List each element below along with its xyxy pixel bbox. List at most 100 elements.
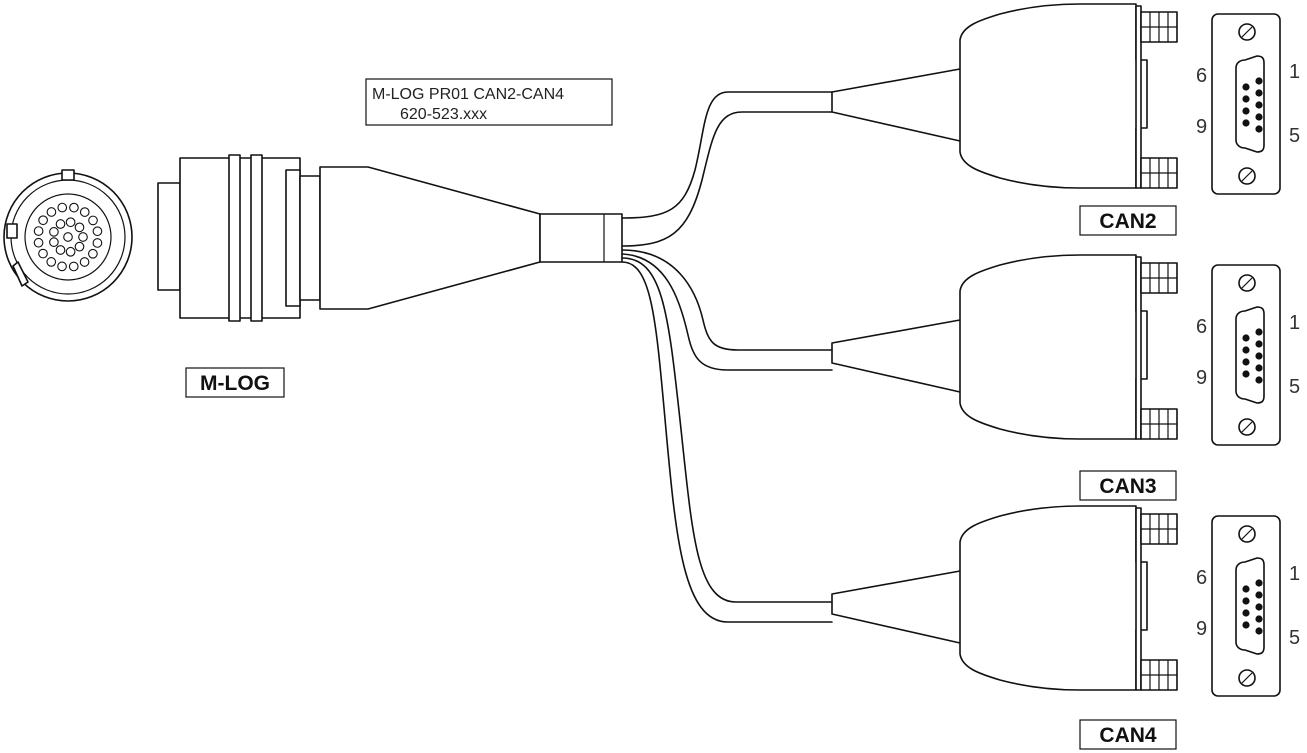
pin-number-top-right: 1 [1289,61,1300,83]
dsub-pin [1255,101,1263,109]
contact-hole [33,237,44,248]
branch-can2-wire-top [621,91,833,219]
dsub-pin [1242,585,1250,593]
hood-cable-entry [831,68,961,142]
dsub-flange [1135,256,1142,440]
main-connector-label: M-LOG [185,367,285,398]
strain-relief-boot [319,166,541,310]
dsub-pin [1255,113,1263,121]
dsub-pin [1255,591,1263,599]
connector-ring-b [250,154,263,322]
mounting-hole-slash [1241,277,1253,289]
cable-part-label: M-LOG PR01 CAN2-CAN4 620-523.xxx [365,78,613,126]
dsub-label-box [1079,470,1177,501]
pin-number-top-left: 6 [1196,567,1207,589]
dsub-pin [1255,627,1263,635]
dsub-pin [1255,328,1263,336]
connector-rear-flange [157,182,181,291]
contact-hole [38,215,48,226]
dsub-label-can3: CAN3 [1079,470,1177,501]
dsub-label-text: CAN2 [1099,210,1156,233]
main-connector-label-text: M-LOG [200,372,270,395]
dsub-pin [1242,334,1250,342]
pin-number-top-right: 1 [1289,312,1300,334]
dsub-hood [959,254,1148,440]
dsub-pin [1242,83,1250,91]
dsub-hood [959,505,1148,691]
dsub-flange [1135,507,1142,691]
contact-hole [74,241,85,252]
dsub-label-box [1079,719,1177,750]
contact-hole [69,202,79,213]
contact-hole [38,248,48,259]
connector-collar [299,175,321,301]
face-insert [24,193,112,281]
dsub-pin [1242,609,1250,617]
dsub-label-box [1079,205,1177,236]
cable-branches [621,91,833,623]
contact-hole [49,237,59,247]
connector-ring-a [228,154,241,322]
contact-hole [88,215,98,226]
dsub-pin [1255,615,1263,623]
dsub-label-can4: CAN4 [1079,719,1177,750]
dsub-pin [1255,89,1263,97]
dsub-pin [1242,95,1250,103]
dsub-pin [1255,579,1263,587]
dsub-pin [1255,125,1263,133]
dsub-pin [1255,77,1263,85]
dsub-label-text: CAN3 [1099,475,1156,498]
contact-hole [55,245,66,255]
branch-can4-wire-top [621,257,833,603]
pin-number-top-right: 1 [1289,563,1300,585]
dsub-flange [1135,5,1142,189]
circular-connector-face [3,169,133,302]
pin-number-bottom-left: 9 [1196,116,1207,138]
dsub-pin [1242,107,1250,115]
contact-hole [49,227,59,237]
pin-number-bottom-right: 5 [1289,125,1300,147]
dsub-pin [1242,346,1250,354]
pin-number-bottom-left: 9 [1196,618,1207,640]
contact-hole [33,226,44,236]
face-key-top [61,169,75,181]
contact-hole [65,217,76,228]
mounting-hole-slash [1241,672,1253,684]
branch-can4-wire-bottom [621,261,833,623]
dsub-pin [1242,370,1250,378]
branch-can3-wire-top [621,249,833,351]
contact-hole [57,202,68,213]
dsub-pin [1242,119,1250,127]
pin-number-top-left: 6 [1196,316,1207,338]
hood-cable-entry [831,319,961,393]
contact-holes [33,202,103,272]
pin-number-top-left: 6 [1196,65,1207,87]
face-latch [12,261,29,287]
dsub-pin [1255,364,1263,372]
dsub-pin [1255,352,1263,360]
contact-hole [63,232,73,242]
cable-name-text: M-LOG PR01 CAN2-CAN4 [372,86,564,103]
contact-hole [46,257,57,267]
pin-number-bottom-left: 9 [1196,367,1207,389]
connector-groove [285,169,301,307]
contact-hole [46,207,57,217]
contact-hole [88,248,98,259]
contact-hole [92,238,103,248]
main-connector-body [157,154,623,322]
hood-cable-entry [831,570,961,644]
dsub-pin [1242,621,1250,629]
contact-hole [74,222,85,233]
pin-number-bottom-right: 5 [1289,627,1300,649]
dsub-hood [959,3,1148,189]
dsub-pin [1242,358,1250,366]
dsub-pin [1242,597,1250,605]
contact-hole [79,207,90,217]
contact-hole [78,232,88,242]
mounting-hole-slash [1241,528,1253,540]
